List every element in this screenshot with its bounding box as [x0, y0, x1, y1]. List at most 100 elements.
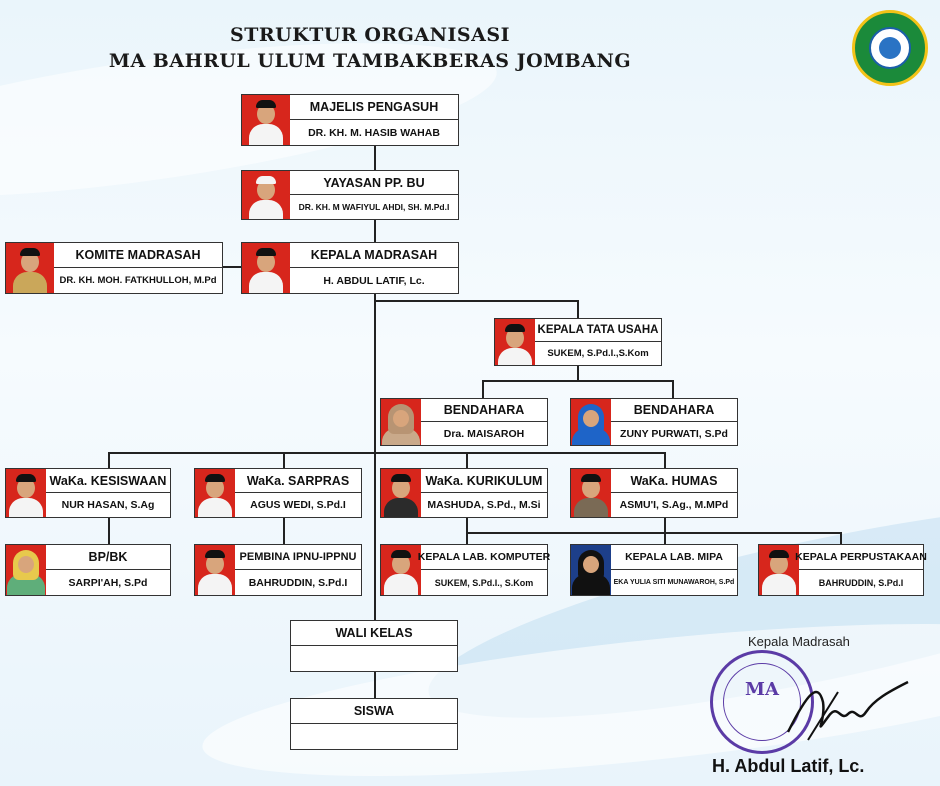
emblem-inner — [869, 27, 911, 69]
node-name: NUR HASAN, S.Ag — [61, 499, 155, 511]
node-name: DR. KH. MOH. FATKHULLOH, M.Pd — [59, 275, 217, 286]
node-majelis-pengasuh: MAJELIS PENGASUH DR. KH. M. HASIB WAHAB — [241, 94, 459, 146]
connector-line — [664, 518, 666, 544]
node-name: SARPI'AH, S.Pd — [68, 576, 148, 589]
node-title: BP/BK — [46, 545, 170, 570]
node-title: PEMBINA IPNU-IPPNU — [235, 545, 361, 570]
node-waka-kurikulum: WaKa. KURIKULUM MASHUDA, S.Pd., M.Si — [380, 468, 548, 518]
portrait-photo — [6, 545, 46, 595]
node-title: KEPALA PERPUSTAKAAN — [795, 545, 927, 570]
connector-line — [283, 452, 285, 468]
node-title: YAYASAN PP. BU — [290, 171, 458, 195]
node-name: SUKEM, S.Pd.I., S.Kom — [434, 577, 534, 588]
node-name: SUKEM, S.Pd.I.,S.Kom — [547, 348, 649, 359]
node-waka-humas: WaKa. HUMAS ASMU'I, S.Ag., M.MPd — [570, 468, 738, 518]
connector-line — [108, 518, 110, 544]
node-pembina-ipnu-ippnu: PEMBINA IPNU-IPPNU BAHRUDDIN, S.Pd.I — [194, 544, 362, 596]
node-title: KOMITE MADRASAH — [54, 243, 222, 268]
portrait-photo — [571, 545, 611, 595]
portrait-photo — [6, 243, 54, 293]
node-title: KEPALA MADRASAH — [290, 243, 458, 268]
portrait-photo — [195, 469, 235, 517]
connector-line — [664, 452, 666, 468]
connector-line — [672, 380, 674, 398]
connector-line — [374, 146, 376, 170]
node-name: EKA YULIA SITI MUNAWAROH, S.Pd — [613, 579, 735, 586]
connector-line — [466, 452, 468, 468]
signature-caption: Kepala Madrasah — [748, 634, 850, 649]
node-name: MASHUDA, S.Pd., M.Si — [427, 499, 541, 511]
node-title: WaKa. KURIKULUM — [421, 469, 547, 493]
connector-line — [577, 366, 579, 382]
node-kepala-tata-usaha: KEPALA TATA USAHA SUKEM, S.Pd.I.,S.Kom — [494, 318, 662, 366]
handwritten-signature — [786, 680, 909, 741]
node-name: ZUNY PURWATI, S.Pd — [620, 427, 728, 440]
portrait-photo — [571, 469, 611, 517]
connector-line — [375, 300, 579, 302]
signature-block: Kepala Madrasah MA H. Abdul Latif, Lc. — [700, 632, 930, 782]
signed-name: H. Abdul Latif, Lc. — [712, 756, 865, 776]
portrait-photo — [381, 545, 421, 595]
portrait-photo — [759, 545, 799, 595]
node-title: BENDAHARA — [611, 399, 737, 422]
portrait-photo — [195, 545, 235, 595]
portrait-photo — [381, 399, 421, 445]
node-name: DR. KH. M WAFIYUL AHDI, SH. M.Pd.I — [298, 202, 450, 212]
connector-line — [466, 518, 468, 544]
connector-line — [374, 220, 376, 242]
node-title: KEPALA LAB. MIPA — [611, 545, 737, 570]
node-kepala-lab-komputer: KEPALA LAB. KOMPUTER SUKEM, S.Pd.I., S.K… — [380, 544, 550, 596]
connector-line — [108, 452, 666, 454]
node-name: DR. KH. M. HASIB WAHAB — [308, 126, 440, 139]
node-kepala-lab-mipa: KEPALA LAB. MIPA EKA YULIA SITI MUNAWARO… — [570, 544, 738, 596]
stamp-text: MA — [745, 679, 779, 700]
portrait-photo — [495, 319, 535, 365]
node-bendahara-1: BENDAHARA Dra. MAISAROH — [380, 398, 548, 446]
node-name: BAHRUDDIN, S.Pd.I — [248, 576, 348, 589]
node-name: AGUS WEDI, S.Pd.I — [250, 499, 346, 511]
connector-line — [840, 532, 842, 544]
portrait-photo — [242, 95, 290, 145]
connector-line — [466, 532, 842, 534]
node-title: BENDAHARA — [421, 399, 547, 422]
official-stamp: MA — [710, 650, 814, 754]
school-emblem-icon — [852, 10, 928, 86]
connector-line — [482, 380, 484, 398]
node-waka-kesiswaan: WaKa. KESISWAAN NUR HASAN, S.Ag — [5, 468, 171, 518]
node-title: WaKa. SARPRAS — [235, 469, 361, 493]
node-kepala-perpustakaan: KEPALA PERPUSTAKAAN BAHRUDDIN, S.Pd.I — [758, 544, 927, 596]
connector-line — [482, 380, 674, 382]
portrait-photo — [242, 243, 290, 293]
portrait-photo — [6, 469, 46, 517]
node-yayasan: YAYASAN PP. BU DR. KH. M WAFIYUL AHDI, S… — [241, 170, 459, 220]
node-komite-madrasah: KOMITE MADRASAH DR. KH. MOH. FATKHULLOH,… — [5, 242, 223, 294]
node-wali-kelas: WALI KELAS — [290, 620, 458, 672]
portrait-photo — [381, 469, 421, 517]
node-name: BAHRUDDIN, S.Pd.I — [818, 577, 904, 588]
node-title: WaKa. KESISWAAN — [46, 469, 170, 493]
globe-icon — [879, 37, 901, 59]
node-siswa: SISWA — [290, 698, 458, 750]
portrait-photo — [242, 171, 290, 219]
connector-line — [577, 300, 579, 318]
chart-subtitle: MA BAHRUL ULUM TAMBAKBERAS JOMBANG — [108, 50, 632, 72]
node-name: Dra. MAISAROH — [443, 427, 525, 440]
node-title: SISWA — [291, 699, 457, 724]
connector-line — [283, 518, 285, 544]
connector-line — [222, 266, 242, 268]
connector-line — [108, 452, 110, 468]
portrait-photo — [571, 399, 611, 445]
node-name: H. ABDUL LATIF, Lc. — [323, 274, 425, 287]
node-title: WaKa. HUMAS — [611, 469, 737, 493]
chart-title: STRUKTUR ORGANISASI — [230, 24, 510, 46]
node-title: KEPALA LAB. KOMPUTER — [418, 545, 550, 570]
node-title: MAJELIS PENGASUH — [290, 95, 458, 120]
node-kepala-madrasah: KEPALA MADRASAH H. ABDUL LATIF, Lc. — [241, 242, 459, 294]
node-bendahara-2: BENDAHARA ZUNY PURWATI, S.Pd — [570, 398, 738, 446]
node-name: ASMU'I, S.Ag., M.MPd — [619, 499, 729, 511]
connector-line — [374, 294, 376, 698]
node-title: WALI KELAS — [291, 621, 457, 646]
node-title: KEPALA TATA USAHA — [535, 319, 661, 342]
node-waka-sarpras: WaKa. SARPRAS AGUS WEDI, S.Pd.I — [194, 468, 362, 518]
